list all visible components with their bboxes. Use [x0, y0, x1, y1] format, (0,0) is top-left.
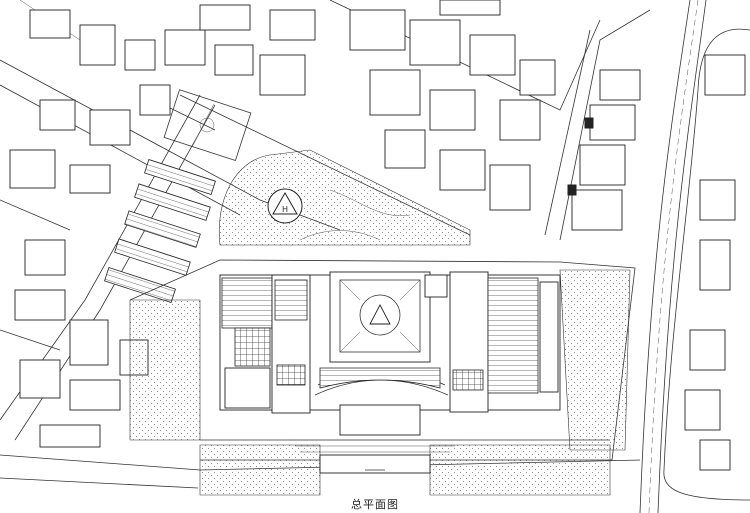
parking-area — [104, 159, 216, 303]
entrance-steps — [290, 439, 460, 474]
surrounding-buildings — [9, 0, 746, 471]
drawing-caption: 总平面图 — [351, 498, 399, 511]
helipad-mark: H — [282, 205, 288, 214]
site-grounds — [129, 259, 636, 496]
north-garden: H — [218, 149, 471, 246]
main-building — [219, 271, 561, 436]
basketball-court — [163, 89, 252, 162]
